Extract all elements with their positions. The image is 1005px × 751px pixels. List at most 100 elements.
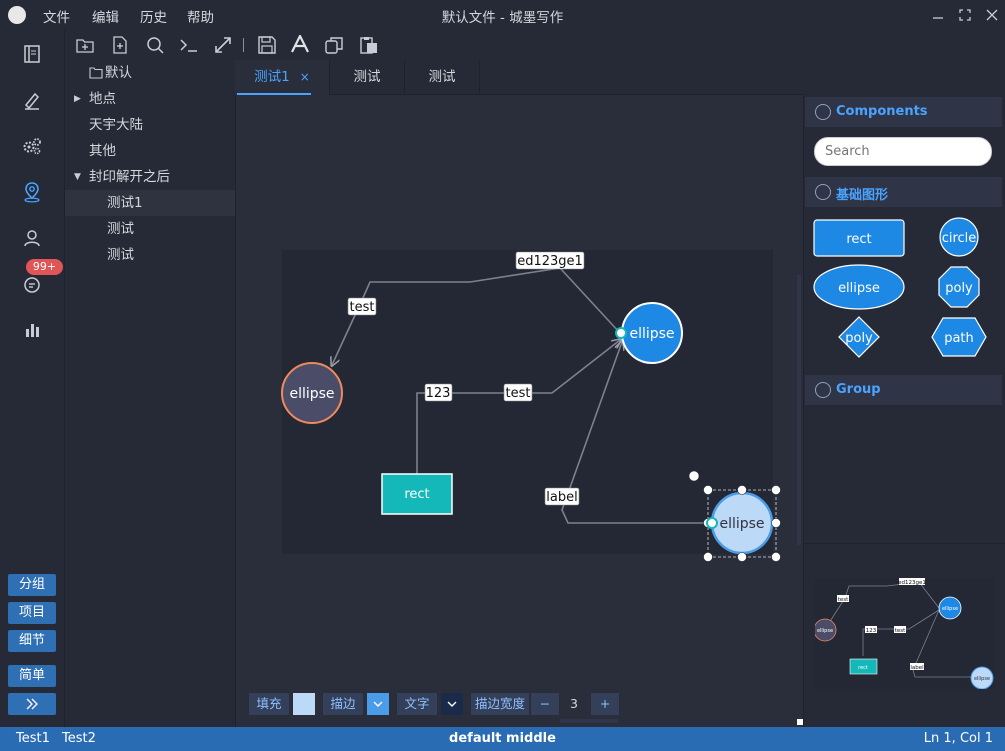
- palette-hexagon[interactable]: path: [931, 317, 987, 357]
- stroke-width-minus[interactable]: −: [531, 693, 559, 715]
- vertical-scrollbar[interactable]: [797, 275, 801, 545]
- panel-divider: [805, 543, 1005, 544]
- fill-button[interactable]: 填充: [249, 693, 289, 715]
- palette-ellipse[interactable]: ellipse: [813, 264, 905, 310]
- new-folder-icon[interactable]: [76, 36, 94, 54]
- font-icon[interactable]: [291, 33, 309, 53]
- tab-test1[interactable]: 测试1 ×: [235, 60, 330, 95]
- search-icon[interactable]: [146, 36, 164, 54]
- stroke-color-swatch[interactable]: [367, 693, 389, 715]
- svg-text:label: label: [910, 665, 924, 671]
- svg-text:rect: rect: [858, 665, 868, 671]
- minimap-edge: [828, 581, 940, 624]
- notification-badge: 99+: [26, 259, 63, 275]
- svg-text:ed123ge1: ed123ge1: [898, 580, 926, 586]
- stroke-width-value[interactable]: 3: [570, 696, 578, 711]
- terminal-icon[interactable]: [180, 36, 198, 54]
- group-button[interactable]: 分组: [8, 574, 56, 596]
- tree-item-places[interactable]: ▶ 地点: [65, 86, 235, 112]
- shape-palette: rect circle ellipse poly poly path: [813, 217, 987, 358]
- text-button[interactable]: 文字: [397, 693, 437, 715]
- status-test1[interactable]: Test1: [16, 731, 50, 746]
- detail-button[interactable]: 细节: [8, 630, 56, 652]
- close-icon[interactable]: ×: [299, 70, 310, 84]
- fullscreen-icon[interactable]: [214, 36, 232, 54]
- svg-text:poly: poly: [945, 281, 973, 296]
- gears-icon[interactable]: [20, 134, 44, 158]
- project-button[interactable]: 项目: [8, 602, 56, 624]
- paste-icon[interactable]: [360, 36, 378, 54]
- svg-text:rect: rect: [846, 232, 871, 247]
- menu-file[interactable]: 文件: [43, 10, 70, 26]
- tree-item-test[interactable]: 测试: [65, 216, 235, 242]
- palette-circle[interactable]: circle: [939, 217, 979, 257]
- tree-item-other[interactable]: 其他: [65, 138, 235, 164]
- tree-item-seal[interactable]: ▼ 封印解开之后: [65, 164, 235, 190]
- menu-help[interactable]: 帮助: [187, 10, 214, 26]
- stroke-width-label: 描边宽度: [471, 693, 529, 715]
- new-file-icon[interactable]: [111, 36, 129, 54]
- components-header[interactable]: Components: [805, 97, 1002, 127]
- stroke-button[interactable]: 描边: [323, 693, 363, 715]
- tree-item-test1[interactable]: 测试1: [65, 190, 235, 216]
- app-logo-icon: [8, 6, 26, 24]
- minimize-icon[interactable]: [928, 5, 948, 25]
- palette-rect[interactable]: rect: [813, 219, 905, 257]
- svg-text:circle: circle: [942, 231, 977, 246]
- tree-item-label: 测试1: [107, 195, 143, 211]
- close-icon[interactable]: [982, 5, 1002, 25]
- tree-item-label: 封印解开之后: [89, 169, 170, 185]
- palette-octagon[interactable]: poly: [938, 266, 980, 308]
- tree-item-tianyu[interactable]: 天宇大陆: [65, 112, 235, 138]
- tab-label: 测试: [428, 69, 456, 85]
- tree-item-test[interactable]: 测试: [65, 242, 235, 268]
- collapse-icon: [815, 184, 831, 200]
- stroke-width-plus[interactable]: +: [591, 693, 619, 715]
- svg-text:test: test: [838, 597, 849, 603]
- chart-icon[interactable]: [20, 318, 44, 342]
- group-title: Group: [836, 382, 881, 397]
- user-icon[interactable]: [20, 226, 44, 250]
- tree-item-label: 其他: [89, 143, 116, 159]
- tab-bar: 测试1 × 测试 测试: [235, 60, 803, 95]
- tab-test[interactable]: 测试: [330, 60, 405, 95]
- svg-text:123: 123: [866, 628, 877, 634]
- toolbar-divider: [243, 38, 244, 52]
- tree-item-label: 默认: [105, 65, 132, 81]
- minimap-edge: [912, 609, 972, 678]
- group-header[interactable]: Group: [805, 375, 1002, 405]
- horizontal-scrollbar[interactable]: [560, 719, 618, 723]
- basic-shapes-header[interactable]: 基础图形: [805, 177, 1002, 207]
- minimap[interactable]: ed123ge1 test 123 test label ellipse ell…: [813, 578, 995, 690]
- save-icon[interactable]: [258, 36, 276, 54]
- tab-test[interactable]: 测试: [405, 60, 480, 95]
- tab-label: 测试1: [254, 69, 290, 85]
- status-cursor-position: Ln 1, Col 1: [923, 731, 993, 746]
- location-icon[interactable]: [20, 180, 44, 204]
- tab-label: 测试: [353, 69, 381, 85]
- status-test2[interactable]: Test2: [62, 731, 96, 746]
- svg-text:path: path: [944, 331, 974, 346]
- scroll-corner: [797, 719, 803, 725]
- search-input[interactable]: [814, 137, 992, 166]
- book-icon[interactable]: [20, 42, 44, 66]
- text-color-swatch[interactable]: [441, 693, 463, 715]
- window-title: 默认文件 - 城墨写作: [441, 10, 564, 26]
- svg-text:poly: poly: [845, 331, 873, 346]
- pen-icon[interactable]: [20, 88, 44, 112]
- palette-diamond[interactable]: poly: [838, 316, 880, 358]
- minimap-edge: [862, 609, 940, 656]
- chat-icon[interactable]: [20, 273, 44, 297]
- toolbar: [65, 30, 1005, 60]
- fill-color-swatch[interactable]: [293, 693, 315, 715]
- copy-icon[interactable]: [325, 36, 343, 54]
- menu-edit[interactable]: 编辑: [92, 10, 119, 26]
- tree-item-label: 地点: [89, 91, 116, 107]
- diagram-canvas[interactable]: [282, 250, 773, 554]
- double-chevron-right-icon[interactable]: [8, 693, 56, 715]
- menu-history[interactable]: 历史: [140, 10, 167, 26]
- maximize-icon[interactable]: [955, 5, 975, 25]
- simple-button[interactable]: 简单: [8, 665, 56, 687]
- folder-icon: [89, 60, 103, 95]
- tree-item-default[interactable]: 默认: [65, 60, 235, 86]
